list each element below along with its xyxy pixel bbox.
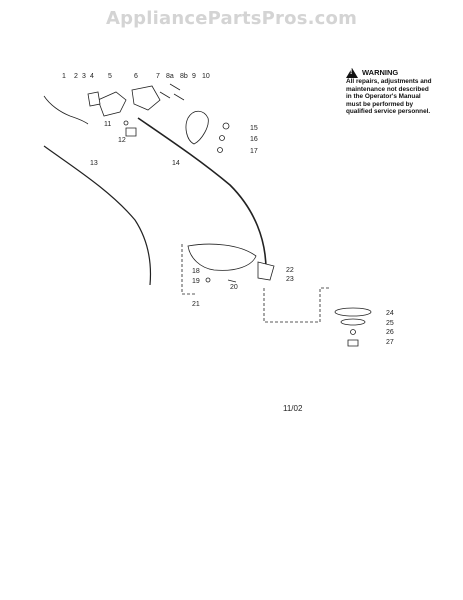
label-18: 18 xyxy=(192,268,200,275)
part-11-screw xyxy=(123,120,129,126)
label-20: 20 xyxy=(230,284,238,291)
label-8b: 8b xyxy=(180,73,188,80)
part-17-nut xyxy=(217,147,223,153)
part-4-trigger xyxy=(87,91,101,107)
part-18-guard xyxy=(187,243,257,271)
part-10-handle xyxy=(185,110,209,145)
label-2: 2 xyxy=(74,73,78,80)
label-17: 17 xyxy=(250,148,258,155)
part-21-bracket xyxy=(181,244,196,295)
label-19: 19 xyxy=(192,278,200,285)
label-25: 25 xyxy=(386,320,394,327)
label-12: 12 xyxy=(118,137,126,144)
part-19-screw xyxy=(205,277,211,283)
date-code: 11/02 xyxy=(283,404,303,413)
label-7: 7 xyxy=(156,73,160,80)
label-9: 9 xyxy=(192,73,196,80)
part-1-cable xyxy=(43,95,89,125)
part-6-clamp xyxy=(131,85,161,111)
part-24-spool xyxy=(334,307,372,317)
label-8a: 8a xyxy=(166,73,174,80)
label-15: 15 xyxy=(250,125,258,132)
part-22-gearhead xyxy=(257,261,275,281)
label-3: 3 xyxy=(82,73,86,80)
watermark: AppliancePartsPros.com xyxy=(105,8,358,29)
part-5-throttle-housing xyxy=(97,91,127,117)
label-14: 14 xyxy=(172,160,180,167)
label-5: 5 xyxy=(108,73,112,80)
part-14-main-shaft xyxy=(137,117,267,271)
part-26-washer xyxy=(350,329,356,335)
part-27-nut xyxy=(347,339,359,347)
part-16-washer xyxy=(219,135,225,141)
trimmer-head-assembly-box xyxy=(263,287,330,323)
label-22: 22 xyxy=(286,267,294,274)
label-23: 23 xyxy=(286,276,294,283)
part-20-clip xyxy=(227,279,237,283)
label-1: 1 xyxy=(62,73,66,80)
part-25-line xyxy=(340,318,366,326)
label-4: 4 xyxy=(90,73,94,80)
label-11: 11 xyxy=(104,121,111,128)
label-26: 26 xyxy=(386,329,394,336)
part-15-bolt xyxy=(222,122,230,130)
label-16: 16 xyxy=(250,136,258,143)
label-21: 21 xyxy=(192,301,200,308)
part-8-screws xyxy=(169,83,185,101)
label-6: 6 xyxy=(134,73,138,80)
warning-text: All repairs, adjustments and maintenance… xyxy=(346,78,432,116)
part-number-labels: 1 2 3 4 5 6 7 8a 8b 9 10 11 12 13 14 15 … xyxy=(62,73,394,346)
part-7-screw xyxy=(159,91,171,99)
label-27: 27 xyxy=(386,339,394,346)
warning-icon xyxy=(346,68,358,78)
part-12-clip xyxy=(125,127,137,137)
part-13-drive-shaft xyxy=(43,145,152,286)
label-24: 24 xyxy=(386,310,394,317)
warning-title: WARNING xyxy=(362,68,399,78)
label-13: 13 xyxy=(90,160,98,167)
warning-box: WARNING All repairs, adjustments and mai… xyxy=(346,68,436,116)
label-10: 10 xyxy=(202,73,210,80)
